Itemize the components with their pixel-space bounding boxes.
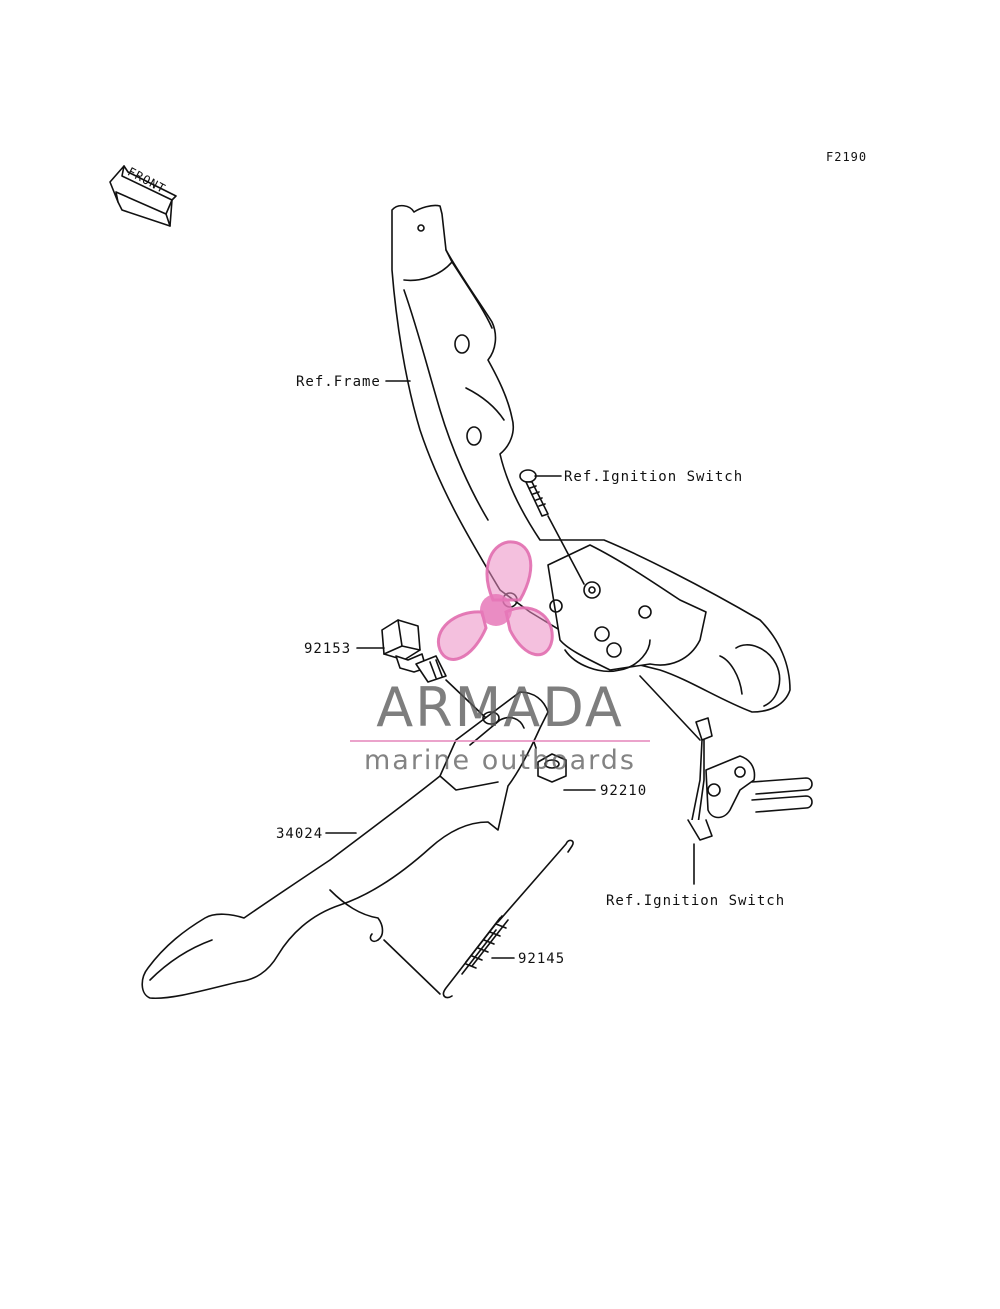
frame-member [391,204,791,713]
bolt-92153 [381,619,487,719]
nut-92210 [533,741,567,783]
sidestand-switch [639,675,813,885]
label-ref-ignition-switch-bottom: Ref.Ignition Switch [606,893,786,909]
spring-92145 [383,839,574,999]
label-ref-frame: Ref.Frame [296,374,381,390]
label-part-92153: 92153 [304,641,352,657]
label-part-34024: 34024 [276,826,324,842]
front-arrow-icon: FRONT [109,164,177,227]
ignition-switch-bolt [519,469,585,585]
label-part-92210: 92210 [600,783,648,799]
label-ref-ignition-switch-top: Ref.Ignition Switch [564,469,744,485]
side-stand-34024 [141,691,549,1000]
figure-code: F2190 [826,150,868,164]
leader-lines [325,380,596,959]
label-part-92145: 92145 [518,951,566,967]
